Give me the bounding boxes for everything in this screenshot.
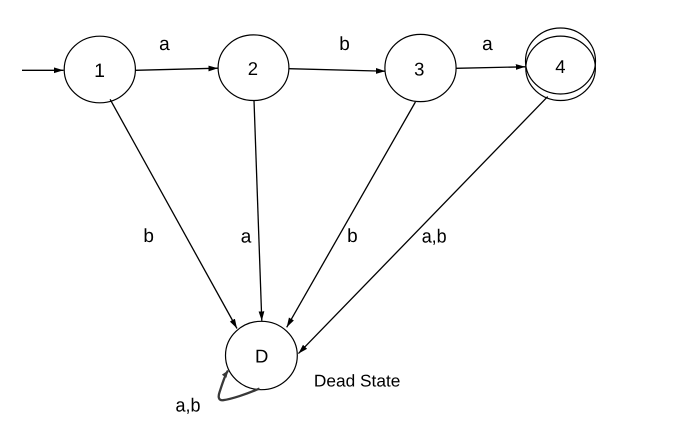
svg-text:b: b [143, 226, 154, 247]
svg-text:a,b: a,b [176, 396, 201, 417]
svg-text:a,b: a,b [422, 226, 447, 247]
svg-text:4: 4 [555, 56, 565, 77]
svg-text:Dead State: Dead State [314, 371, 401, 390]
svg-text:3: 3 [414, 58, 424, 79]
svg-text:1: 1 [94, 60, 105, 82]
svg-text:b: b [347, 226, 358, 247]
svg-text:2: 2 [248, 58, 258, 79]
svg-text:a: a [482, 34, 493, 55]
svg-text:b: b [339, 34, 350, 55]
svg-text:a: a [241, 226, 252, 247]
svg-text:D: D [255, 345, 268, 366]
svg-text:a: a [159, 34, 170, 55]
